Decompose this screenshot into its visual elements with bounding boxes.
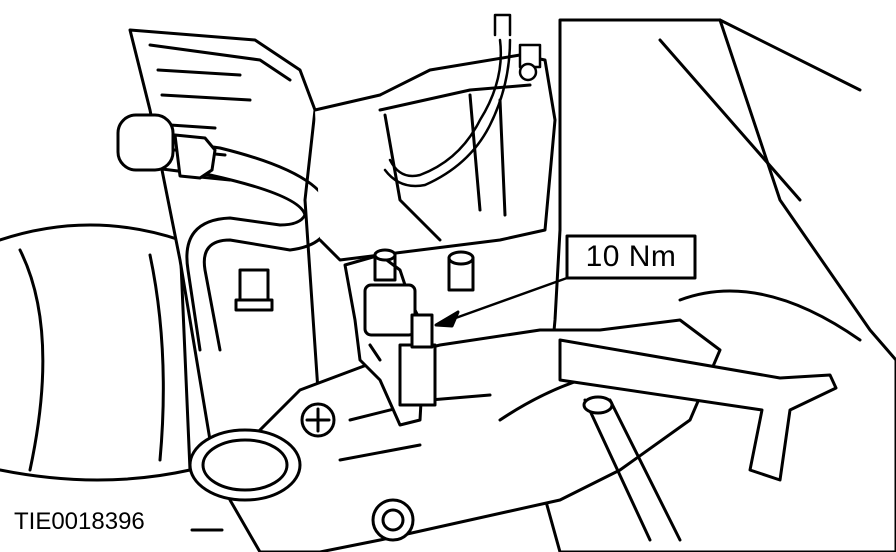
mounting-bolts	[300, 402, 415, 542]
stud-posts	[373, 248, 475, 292]
wiring-harness	[383, 13, 542, 188]
pipe-bolt	[234, 268, 274, 312]
callout-leader-arrow	[434, 276, 569, 328]
torque-callout-box	[565, 234, 697, 280]
torque-label: 10 Nm	[585, 240, 677, 273]
lever-arm	[558, 338, 838, 542]
figure-id: TIE0018396	[14, 508, 145, 535]
sensor-connector	[343, 253, 437, 427]
coolant-pipe	[116, 113, 332, 352]
left-cylinder	[0, 223, 192, 482]
engine-block	[313, 53, 557, 262]
base-ring	[188, 428, 302, 502]
